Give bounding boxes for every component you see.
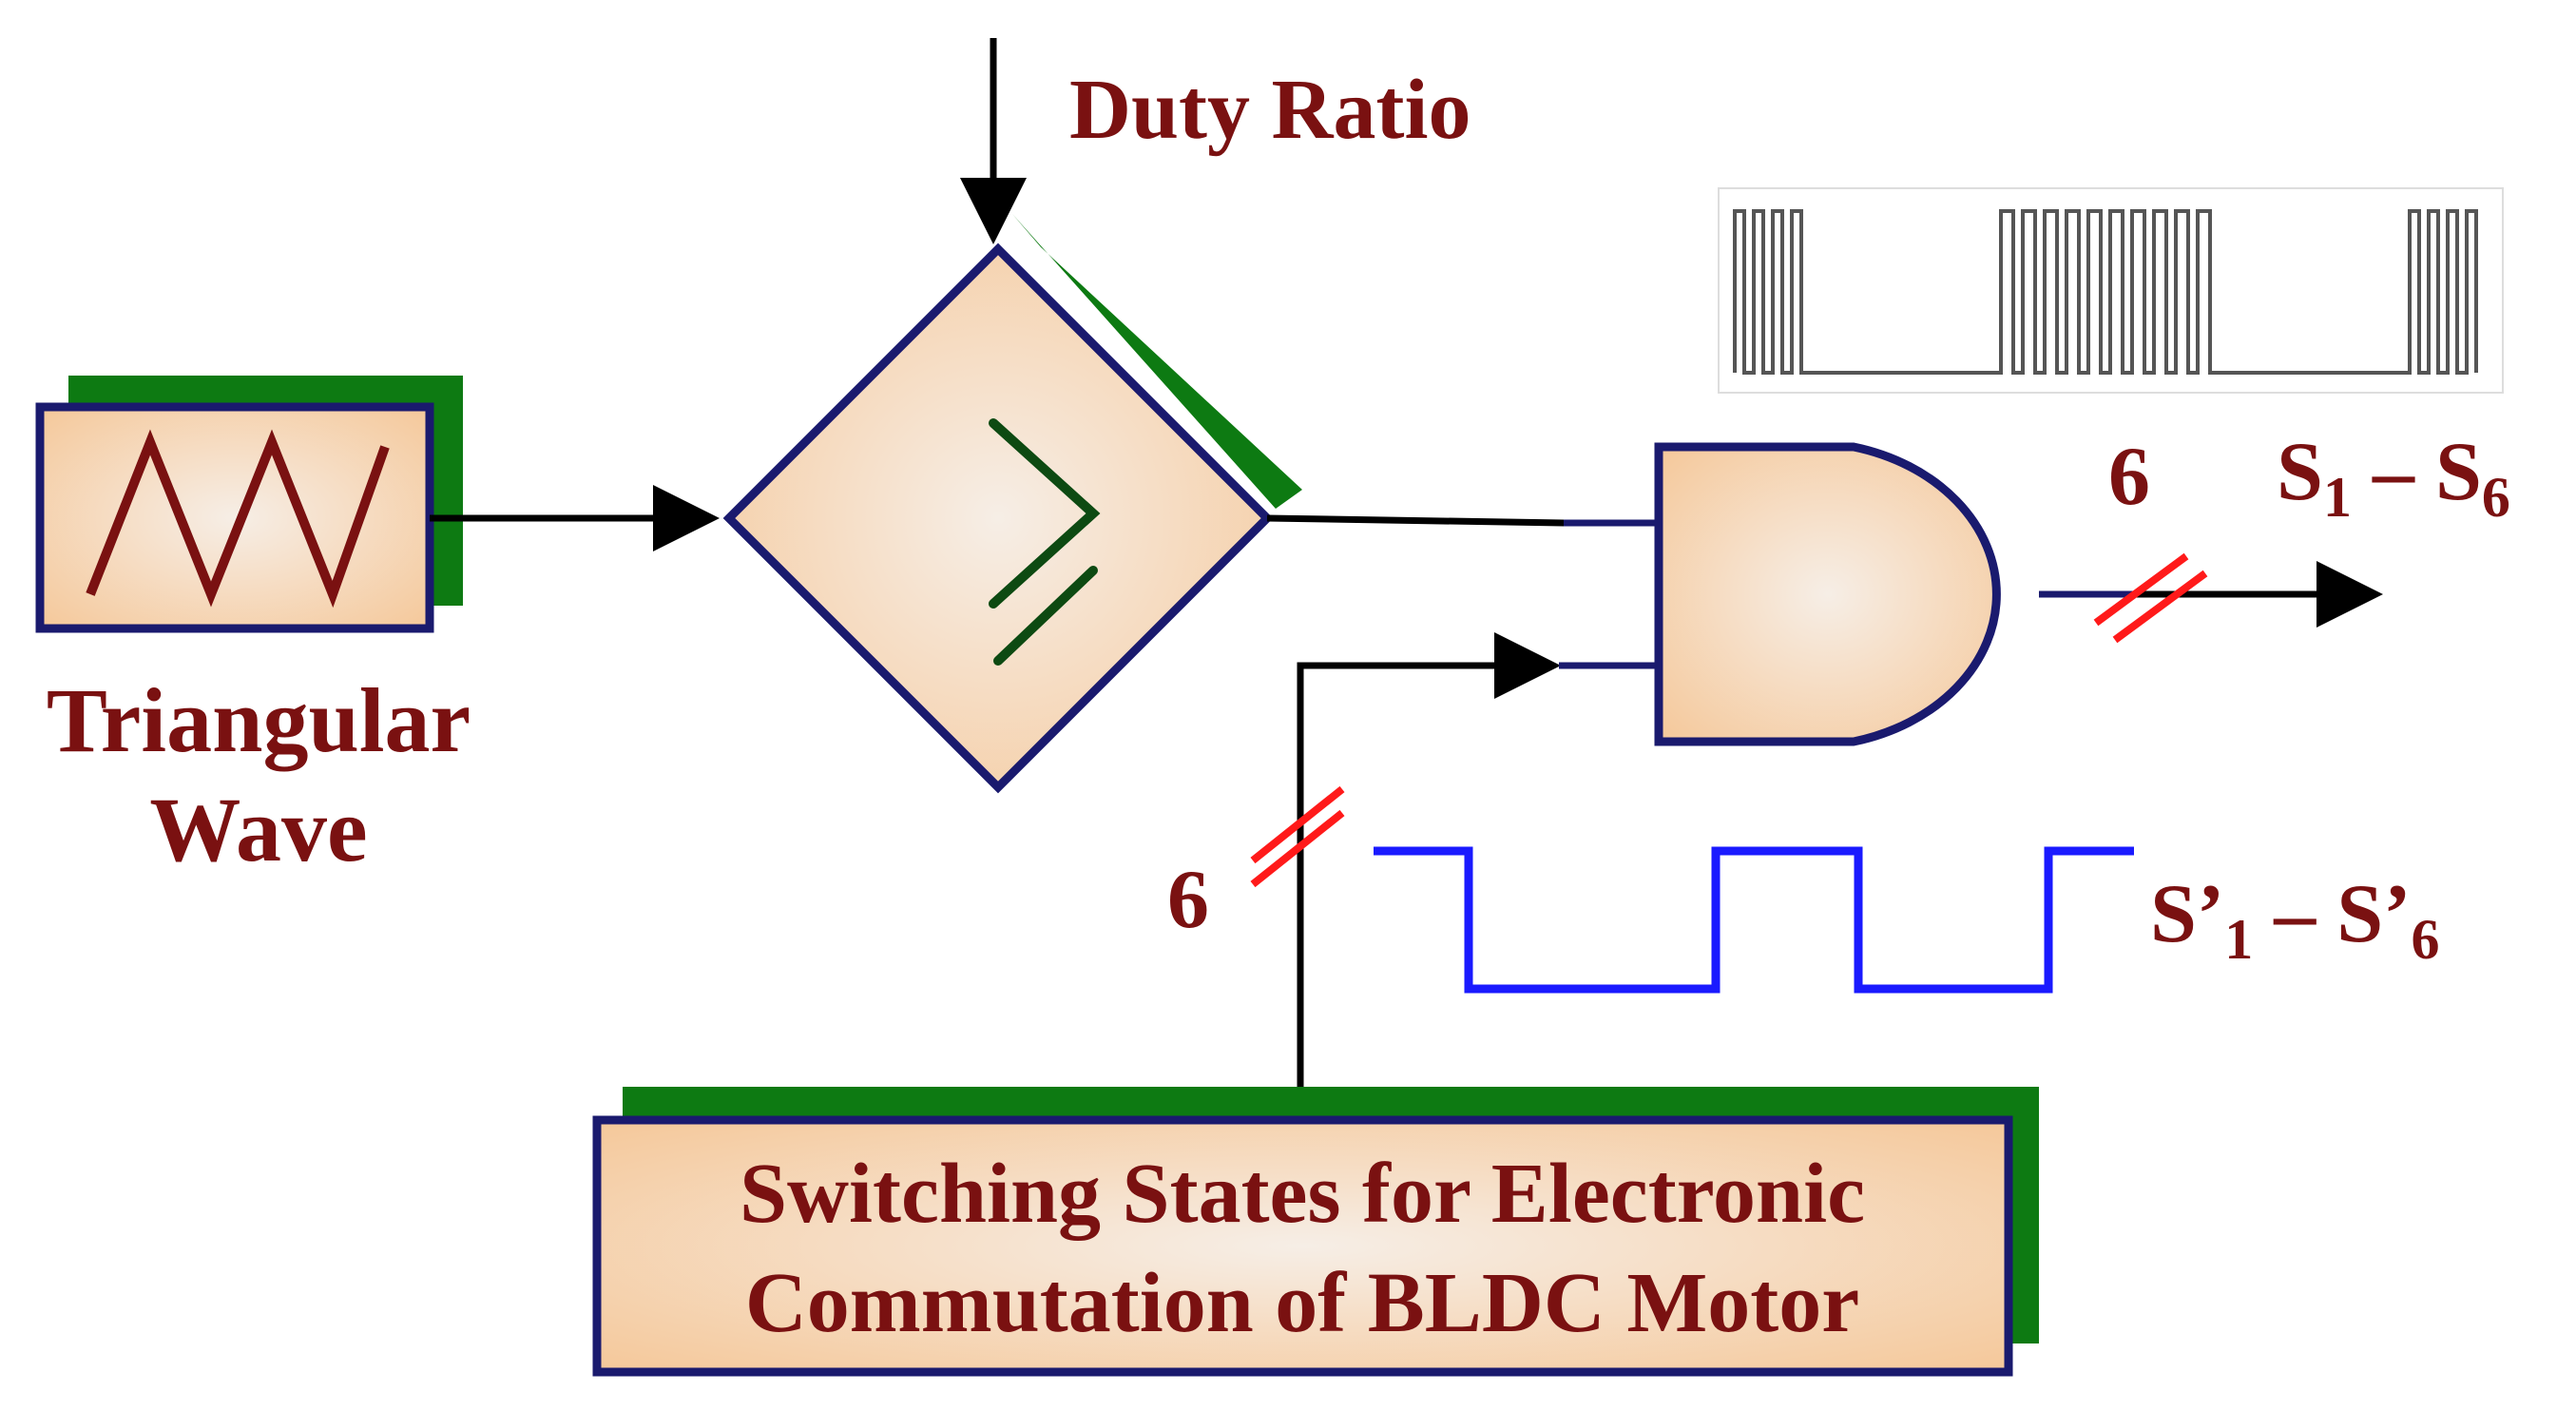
commutation-waveform [1374, 846, 2134, 994]
comparator-block-body [722, 242, 1274, 794]
switching-states-label-line2: Commutation of BLDC Motor [745, 1256, 1859, 1350]
and-gate [1654, 442, 2001, 746]
commutation-signal-label: S’1 – S’6 [2150, 868, 2440, 971]
wire-switching-to-and-gate [1297, 632, 1561, 1131]
bus-count-commutation: 6 [1167, 854, 1209, 946]
greater-equal-icon [989, 418, 1101, 666]
pwm-output-waveform [1718, 187, 2504, 394]
triangle-wave-icon [86, 429, 390, 609]
duty-ratio-label: Duty Ratio [1069, 63, 1471, 157]
switching-states-block-body [592, 1115, 2013, 1377]
triangular-wave-block-body [35, 402, 434, 633]
switching-states-block: Switching States for Electronic Commutat… [592, 1087, 2039, 1377]
comparator-block-shadow [1012, 214, 1302, 509]
output-signal-label: S1 – S6 [2277, 426, 2510, 529]
bus-count-output: 6 [2108, 431, 2150, 523]
triangular-wave-label-line1: Triangular [47, 669, 471, 771]
triangular-wave-label-line2: Wave [149, 779, 367, 880]
bus-marker-output [2093, 552, 2208, 644]
triangular-wave-block [35, 376, 463, 633]
switching-states-label-line1: Switching States for Electronic [740, 1147, 1865, 1241]
comparator-block [722, 214, 1302, 794]
bus-marker-commutation [1250, 785, 1345, 888]
pwm-waveform-trace [1733, 209, 2478, 375]
